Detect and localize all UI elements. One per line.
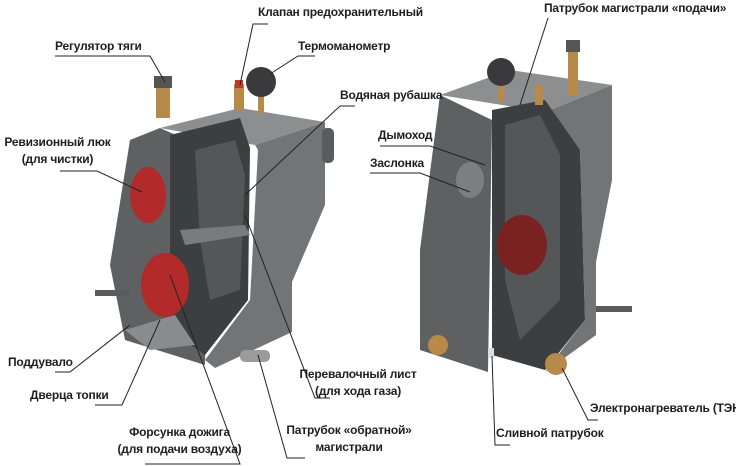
label-damper: Заслонка <box>370 156 424 170</box>
inspection-hatch-door <box>130 167 166 223</box>
electric-heater-fan <box>497 215 547 275</box>
left-boiler-right-face <box>205 122 325 368</box>
label-baffle-sheet-note: (для хода газа) <box>314 384 402 398</box>
drain-pipe-part <box>488 348 494 358</box>
label-afterburn-nozzle-title: Форсунка дожига <box>129 425 230 439</box>
right-boiler-cutaway <box>420 40 632 375</box>
water-jacket-wall <box>195 140 245 300</box>
label-chimney: Дымоход <box>378 128 433 142</box>
label-return-pipe: Патрубок «обратной» магистрали <box>283 422 415 456</box>
right-gauge-stem <box>498 82 504 102</box>
label-afterburn-nozzle-note: (для подачи воздуха) <box>117 442 242 456</box>
label-return-pipe-note: магистрали <box>315 440 383 454</box>
label-firebox-door: Дверца топки <box>30 388 109 402</box>
right-side-rod <box>596 306 632 312</box>
left-boiler-cutaway <box>95 67 334 368</box>
label-inspection-hatch: Ревизионный люк (для чистки) <box>0 134 115 168</box>
rear-flue <box>322 128 334 163</box>
label-ash-pit: Поддувало <box>8 355 73 369</box>
ash-pit-door <box>125 315 195 350</box>
label-baffle-sheet: Перевалочный лист (для хода газа) <box>298 366 418 400</box>
draft-regulator-cap <box>154 76 172 88</box>
return-pipe <box>240 350 270 362</box>
leader-lines <box>55 17 598 465</box>
label-thermomanometer: Термоманометр <box>298 39 391 53</box>
heater-flange-left <box>428 335 448 355</box>
label-safety-valve: Клапан предохранительный <box>258 5 423 19</box>
label-supply-pipe: Патрубок магистрали «подачи» <box>544 1 727 15</box>
baffle-sheet <box>180 225 250 245</box>
label-water-jacket: Водяная рубашка <box>340 88 443 102</box>
right-valve-part <box>568 45 578 95</box>
side-rod <box>95 290 130 296</box>
firebox-door <box>141 253 189 317</box>
thermomanometer-dial <box>246 67 276 97</box>
safety-valve-part <box>234 84 244 110</box>
label-heater: Электронагреватель (ТЭН) <box>590 401 736 415</box>
safety-valve-cap <box>235 80 243 88</box>
right-boiler-right-face <box>545 85 612 372</box>
right-safety-valve <box>535 85 543 105</box>
label-return-pipe-title: Патрубок «обратной» <box>286 423 412 437</box>
label-inspection-hatch-note: (для чистки) <box>21 152 94 166</box>
thermomanometer-stem <box>258 95 264 113</box>
right-gauge-dial <box>487 58 515 86</box>
right-valve-cap <box>566 40 580 52</box>
label-inspection-hatch-title: Ревизионный люк <box>4 135 111 149</box>
label-baffle-sheet-title: Перевалочный лист <box>299 367 417 381</box>
label-draft-regulator: Регулятор тяги <box>55 39 142 53</box>
label-drain-pipe: Сливной патрубок <box>496 426 604 440</box>
chimney-pipe <box>456 162 484 198</box>
heater-flange-right <box>545 353 567 375</box>
label-afterburn-nozzle: Форсунка дожига (для подачи воздуха) <box>112 424 247 458</box>
